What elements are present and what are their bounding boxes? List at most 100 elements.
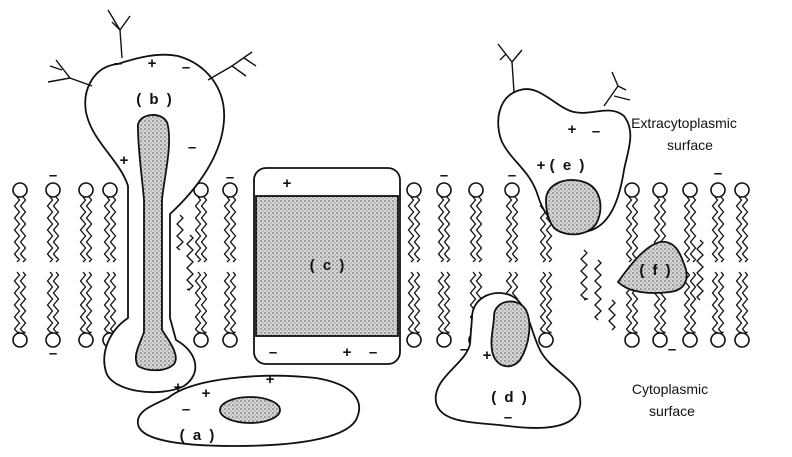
protein-d: ( d ) + – (436, 293, 581, 428)
charge-plus: + (148, 55, 157, 72)
lipid-tail (737, 197, 742, 262)
label-c: ( c ) (310, 257, 347, 274)
extracytoplasmic-label-line2: surface (667, 137, 713, 153)
lipid-tail (111, 272, 116, 333)
lipid-tail (409, 197, 414, 262)
charge-minus: – (369, 344, 377, 361)
lipid-head (683, 183, 697, 197)
lipid-tail (111, 197, 116, 262)
lipid-head (46, 183, 60, 197)
charge-plus: + (483, 347, 492, 364)
lipid-head (539, 333, 553, 347)
lipid-tail (581, 250, 587, 300)
lipid-tail (633, 197, 638, 262)
lipid-tail (187, 235, 193, 290)
lipid-tail (719, 272, 724, 333)
lipid-tail (15, 197, 20, 262)
lipid-tail (743, 197, 748, 262)
lipid-tail (477, 197, 482, 262)
charge-minus: – (49, 167, 57, 184)
lipid-head (735, 183, 749, 197)
label-e: ( e ) (550, 157, 587, 174)
lipid-tail (691, 197, 696, 262)
lipid-tail (595, 260, 601, 320)
charge-plus: + (343, 344, 352, 361)
lipid-tail (719, 197, 724, 262)
charge-minus: – (508, 167, 516, 184)
charge-minus: – (440, 167, 448, 184)
lipid-tail (415, 272, 420, 333)
charge-plus: + (537, 157, 546, 174)
charge-minus: – (668, 341, 676, 358)
charge-minus: – (714, 165, 722, 182)
lipid-tail (685, 197, 690, 262)
lipid-head (653, 183, 667, 197)
lipid-head (653, 333, 667, 347)
lipid-tail (231, 197, 236, 262)
lipid-head (469, 183, 483, 197)
lipid-tail (196, 272, 201, 333)
protein-f: ( f ) (618, 242, 687, 293)
lipid-tail (81, 197, 86, 262)
lipid-tail (54, 197, 59, 262)
lipid-tail (196, 197, 201, 262)
lipid-tail (202, 272, 207, 333)
label-f: ( f ) (639, 262, 672, 279)
charge-minus: – (504, 409, 512, 426)
lipid-head (79, 333, 93, 347)
charge-minus: – (269, 344, 277, 361)
lipid-head (505, 183, 519, 197)
lipid-tail (697, 240, 703, 300)
lipid-head (735, 333, 749, 347)
charge-minus: – (182, 59, 190, 76)
lipid-tail (691, 272, 696, 333)
lipid-tail (54, 272, 59, 333)
lipid-head (683, 333, 697, 347)
lipid-head (437, 183, 451, 197)
charge-minus: – (592, 123, 600, 140)
protein-c: ( c ) + – + – (254, 168, 400, 364)
lipid-tail (471, 197, 476, 262)
lipid-tail (105, 197, 110, 262)
lipid-head (407, 183, 421, 197)
lipid-tail (507, 197, 512, 262)
lipid-tail (609, 300, 615, 330)
lipid-tail (48, 197, 53, 262)
lipid-head (625, 183, 639, 197)
lipid-tail (737, 272, 742, 333)
charge-plus: + (283, 175, 292, 192)
lipid-head (79, 183, 93, 197)
charge-plus: + (120, 152, 129, 169)
label-b: ( b ) (136, 91, 174, 108)
lipid-tail (547, 272, 552, 333)
protein-e: ( e ) + + – (498, 44, 630, 234)
cytoplasmic-label-line2: surface (649, 403, 695, 419)
lipid-tail (81, 272, 86, 333)
lipid-head (223, 333, 237, 347)
lipid-tail (541, 272, 546, 333)
charge-minus: – (114, 55, 122, 72)
lipid-tail (202, 197, 207, 262)
lipid-tail (627, 197, 632, 262)
charge-minus: – (182, 401, 190, 418)
charge-plus: + (568, 121, 577, 138)
lipid-head (625, 333, 639, 347)
lipid-head (103, 183, 117, 197)
charge-plus: + (202, 385, 211, 402)
lipid-tail (231, 272, 236, 333)
lipid-tail (87, 197, 92, 262)
lipid-head (13, 183, 27, 197)
extracytoplasmic-label-line1: Extracytoplasmic (631, 115, 737, 131)
lipid-tail (439, 272, 444, 333)
charge-minus: – (49, 345, 57, 362)
lipid-tail (48, 272, 53, 333)
lipid-tail (415, 197, 420, 262)
lipid-tail (105, 272, 110, 333)
label-d: ( d ) (491, 389, 529, 406)
lipid-tail (225, 272, 230, 333)
lipid-tail (87, 272, 92, 333)
lipid-head (194, 333, 208, 347)
lipid-head (711, 183, 725, 197)
lipid-tail (21, 197, 26, 262)
